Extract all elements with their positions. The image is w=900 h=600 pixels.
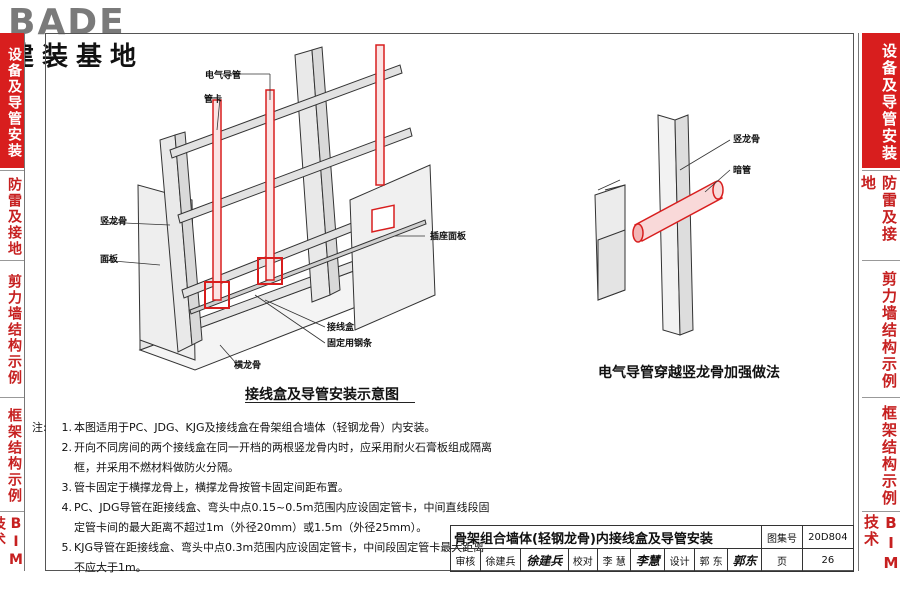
right-tab-equipment[interactable]: 设备及导管安装 bbox=[862, 33, 900, 168]
right-tab-label: 剪力墙结构示例 bbox=[880, 270, 898, 390]
note-text: 开向不同房间的两个接线盒在同一开档的两根竖龙骨内时，应采用耐火石膏板组成隔离框，… bbox=[74, 441, 492, 474]
notes-prefix: 注: bbox=[32, 421, 47, 434]
label-fixing-strip: 固定用钢条 bbox=[327, 339, 373, 349]
title-block: 骨架组合墙体(轻钢龙骨)内接线盒及导管安装 图集号 20D804 审核 徐建兵 … bbox=[449, 525, 855, 572]
label-junction-box: 接线盒 bbox=[327, 323, 355, 333]
reviewer-signature: 徐建兵 bbox=[520, 548, 569, 572]
reviewer-name: 徐建兵 bbox=[479, 548, 522, 572]
logo-subtitle: 建装基地 bbox=[8, 42, 145, 72]
page-number: 26 bbox=[801, 548, 855, 572]
note-item: 3. 管卡固定于横撑龙骨上，横撑龙骨按管卡固定间距布置。 bbox=[52, 478, 492, 498]
logo-brand: BADE bbox=[8, 2, 126, 43]
left-tab-label: 设备及导管安装 bbox=[6, 46, 22, 159]
note-number: 1. bbox=[61, 421, 73, 434]
check-label: 校对 bbox=[567, 548, 599, 572]
conduit-through-stud-diagram bbox=[594, 114, 731, 336]
drawing-frame bbox=[45, 33, 854, 571]
label-stud: 竖龙骨 bbox=[100, 217, 128, 227]
figure1-caption-underline bbox=[245, 402, 415, 403]
left-tab-label: 防雷及接地 bbox=[6, 176, 22, 257]
review-label: 审核 bbox=[450, 548, 481, 572]
note-number: 4. bbox=[61, 501, 73, 514]
left-tab-shearwall[interactable]: 剪力墙结构示例 bbox=[0, 260, 24, 395]
note-item: 4. PC、JDG导管在距接线盒、弯头中点0.15~0.5m范围内应设固定管卡，… bbox=[52, 498, 492, 538]
atlas-number: 20D804 bbox=[801, 525, 855, 549]
figure1-caption: 接线盒及导管安装示意图 bbox=[245, 387, 399, 403]
left-tab-label: BIM技术 bbox=[0, 516, 24, 570]
right-tab-label: 防雷及接地 bbox=[859, 175, 898, 243]
right-tab-shearwall[interactable]: 剪力墙结构示例 bbox=[862, 260, 900, 395]
left-tab-bim[interactable]: BIM技术 bbox=[0, 511, 24, 571]
checker-signature: 李慧 bbox=[630, 548, 666, 572]
right-tab-bim[interactable]: BIM技术 bbox=[862, 511, 900, 574]
note-text: KJG导管在距接线盒、弯头中点0.3m范围内应设固定管卡，中间段固定管卡最大距离… bbox=[74, 541, 485, 574]
note-number: 5. bbox=[61, 541, 73, 554]
drawing-title: 骨架组合墙体(轻钢龙骨)内接线盒及导管安装 bbox=[449, 525, 763, 549]
left-divider bbox=[24, 33, 25, 571]
note-item: 5. KJG导管在距接线盒、弯头中点0.3m范围内应设固定管卡，中间段固定管卡最… bbox=[52, 538, 492, 578]
note-text: PC、JDG导管在距接线盒、弯头中点0.15~0.5m范围内应设固定管卡，中间直… bbox=[74, 501, 490, 534]
label-cross-keel: 横龙骨 bbox=[234, 361, 262, 371]
note-number: 2. bbox=[61, 441, 73, 454]
fig2-label-stud: 竖龙骨 bbox=[733, 135, 761, 145]
note-number: 3. bbox=[61, 481, 73, 494]
left-tab-equipment[interactable]: 设备及导管安装 bbox=[0, 33, 24, 168]
note-item: 2. 开向不同房间的两个接线盒在同一开档的两根竖龙骨内时，应采用耐火石膏板组成隔… bbox=[52, 438, 493, 478]
note-text: 管卡固定于横撑龙骨上，横撑龙骨按管卡固定间距布置。 bbox=[74, 481, 349, 494]
right-divider bbox=[858, 33, 859, 571]
right-tab-label: 设备及导管安装 bbox=[880, 43, 898, 162]
designer-signature: 郭东 bbox=[727, 548, 763, 572]
left-tab-label: 框架结构示例 bbox=[6, 407, 22, 504]
design-label: 设计 bbox=[664, 548, 695, 572]
left-tab-label: 剪力墙结构示例 bbox=[6, 274, 22, 386]
junction-box-diagram bbox=[101, 44, 436, 371]
designer-name: 郭 东 bbox=[693, 548, 729, 572]
note-item: 注: 1. 本图适用于PC、JDG、KJG及接线盒在骨架组合墙体（轻钢龙骨）内安… bbox=[32, 418, 492, 438]
left-tab-frame[interactable]: 框架结构示例 bbox=[0, 397, 24, 509]
right-tab-label: BIM技术 bbox=[862, 513, 900, 574]
label-socket-panel: 插座面板 bbox=[430, 232, 467, 242]
right-tab-label: 框架结构示例 bbox=[880, 404, 898, 507]
label-conduit: 电气导管 bbox=[205, 71, 242, 81]
atlas-label: 图集号 bbox=[761, 525, 803, 549]
checker-name: 李 慧 bbox=[597, 548, 632, 572]
fig2-label-conduit: 暗管 bbox=[733, 166, 752, 176]
right-tab-lightning[interactable]: 防雷及接地 bbox=[859, 170, 900, 258]
page-label: 页 bbox=[761, 548, 803, 572]
note-text: 本图适用于PC、JDG、KJG及接线盒在骨架组合墙体（轻钢龙骨）内安装。 bbox=[74, 421, 436, 434]
brand-logo: BADE 建装基地 bbox=[8, 2, 145, 73]
label-panel: 面板 bbox=[100, 255, 119, 265]
right-tab-frame[interactable]: 框架结构示例 bbox=[862, 397, 900, 509]
left-tab-lightning[interactable]: 防雷及接地 bbox=[0, 170, 24, 258]
notes-block: 注: 1. 本图适用于PC、JDG、KJG及接线盒在骨架组合墙体（轻钢龙骨）内安… bbox=[32, 418, 493, 578]
label-clamp: 管卡 bbox=[204, 95, 223, 105]
figure2-caption: 电气导管穿越竖龙骨加强做法 bbox=[598, 365, 780, 381]
